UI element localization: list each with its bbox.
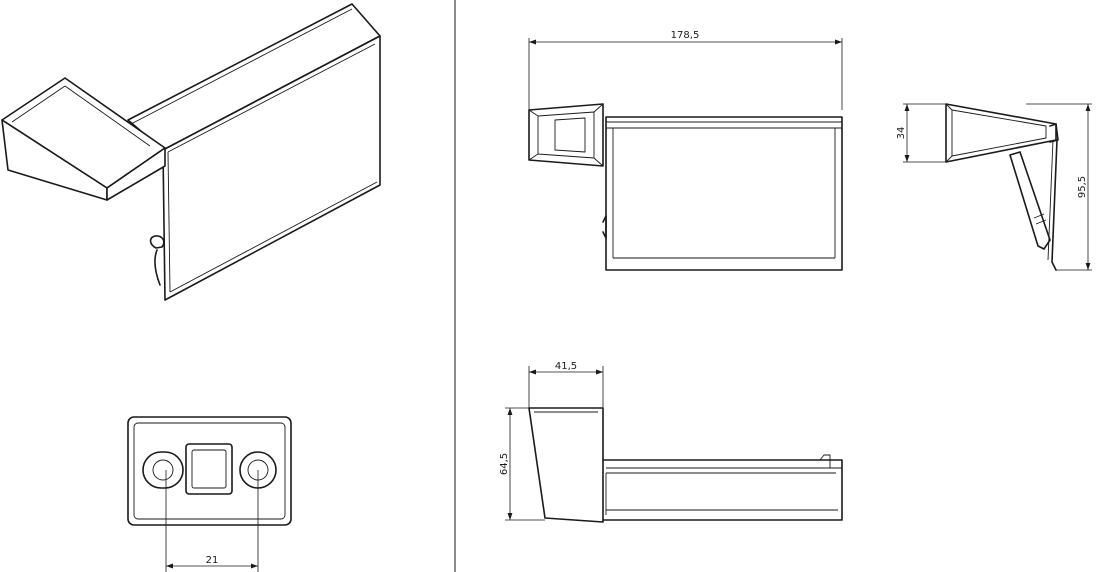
dim-depth-mount: 41,5	[555, 361, 577, 372]
dim-width-total: 178,5	[671, 30, 700, 41]
top-mount-block	[528, 407, 604, 523]
mount-plate-view: 21	[127, 416, 292, 572]
dim-height-mount: 64,5	[499, 453, 510, 475]
center-square	[185, 443, 233, 495]
support-rod	[1009, 151, 1051, 250]
top-arm	[602, 459, 843, 521]
mount-plate	[127, 416, 292, 526]
front-view: 178,5	[528, 30, 843, 271]
panel-front-face	[162, 35, 381, 301]
isometric-view	[1, 3, 381, 301]
front-mount-block	[528, 103, 604, 167]
side-mount-profile	[945, 103, 1057, 163]
hook-pin	[149, 235, 165, 249]
top-view: 41,5 64,5	[499, 361, 843, 523]
dim-height-top: 34	[896, 127, 907, 140]
side-panel-profile	[1051, 139, 1058, 271]
dim-hole-spacing: 21	[206, 555, 219, 566]
dim-height-total: 95,5	[1077, 176, 1088, 198]
left-slot-hole	[142, 451, 184, 489]
front-panel	[605, 116, 843, 271]
side-view: 34 95,5	[896, 103, 1092, 271]
